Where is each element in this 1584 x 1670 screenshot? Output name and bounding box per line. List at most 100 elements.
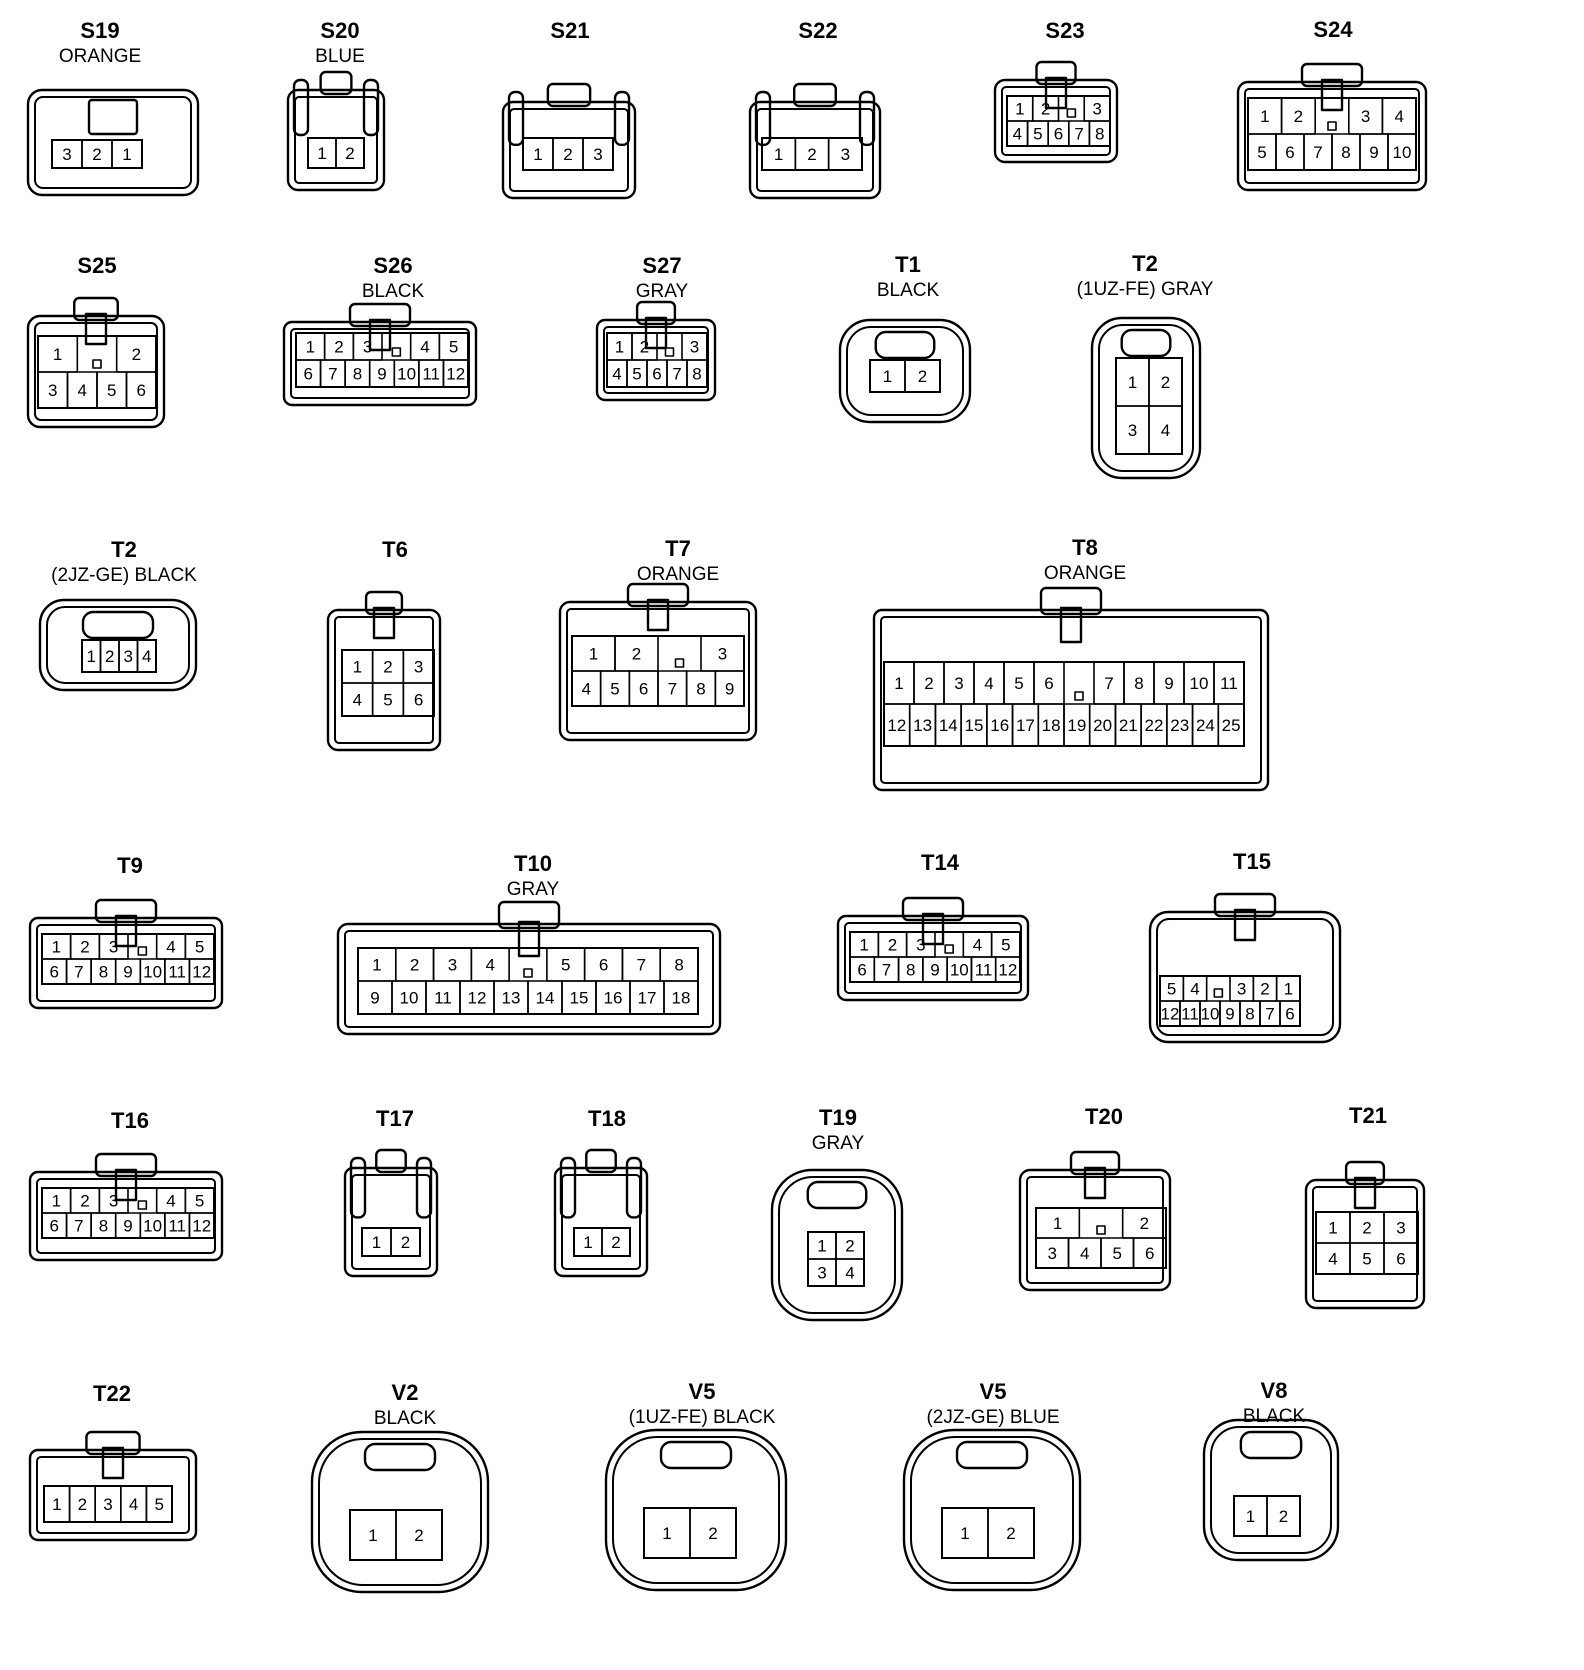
pin-cell [188,1212,215,1239]
pin-number: 6 [50,963,59,982]
pin-number: 9 [123,963,132,982]
connector-id: S19 [80,18,119,43]
pin-number: 4 [1394,107,1403,126]
side-rib [507,90,525,146]
connector-id: T9 [117,853,143,878]
housing-inner [46,606,190,684]
key-mark [1074,691,1084,701]
pin-cell [111,139,143,169]
connector-id: T17 [376,1106,414,1131]
pin-cell [994,956,1021,983]
pin-number: 1 [52,938,61,957]
pin-number: 2 [92,145,101,164]
pin-number: 10 [950,961,969,980]
pin-number: 1 [1053,1214,1062,1233]
housing-inner [910,1436,1074,1584]
pin-number: 4 [166,938,175,957]
pin-number: 16 [990,716,1009,735]
connector-id: T10 [514,851,552,876]
connector-housing [1018,1168,1172,1292]
pin-number: 6 [652,365,661,384]
key-mark [944,944,954,954]
connector-id: S22 [798,18,837,43]
latch [364,590,404,616]
connector-id: T8 [1072,535,1098,560]
latch-stem [921,912,945,946]
connector-id: S23 [1045,18,1084,43]
housing-inner [756,108,874,192]
lock-window [87,98,139,136]
side-rib [415,1156,433,1219]
connector-housing [38,598,198,692]
latch-stem [646,598,670,632]
pin-number: 5 [195,1192,204,1211]
pin-number: 15 [965,716,984,735]
pin-number: 11 [168,963,186,982]
pin-number: 5 [1014,674,1023,693]
pin-number: 2 [414,1526,423,1545]
pin-number: 7 [882,961,891,980]
pin-number: 2 [1294,107,1303,126]
pin-number: 2 [334,338,343,357]
pin-number: 3 [124,647,133,666]
pin-number: 7 [1313,143,1322,162]
pin-number: 2 [78,1495,87,1514]
pin-number: 3 [954,674,963,693]
pin-number: 5 [383,691,392,710]
housing-inner [846,326,964,416]
pin-cell [714,670,745,707]
connector-id: S21 [550,18,589,43]
pin-number: 1 [1246,1507,1255,1526]
connector-color: BLACK [362,281,425,302]
pin-cell [686,359,708,388]
connector-housing [838,318,972,424]
pin-cell [987,1507,1035,1559]
pin-number: 10 [1190,674,1209,693]
connector-housing [28,1170,224,1262]
pin-number: 3 [690,338,699,357]
pin-number: 5 [1001,936,1010,955]
pin-number: 4 [78,381,87,400]
pin-number: 3 [841,145,850,164]
pin-number: 6 [1145,1244,1154,1263]
pin-number: 3 [593,145,602,164]
pin-number: 7 [328,365,337,384]
pin-number: 10 [1393,143,1412,162]
pin-number: 7 [668,680,677,699]
connector-id: T2 [111,537,137,562]
connector-id: T19 [819,1105,857,1130]
pin-number: 6 [1054,125,1063,144]
pin-number: 4 [1161,421,1170,440]
side-rib [349,1156,367,1219]
latch [497,900,561,930]
latch [94,898,158,924]
pin-number: 2 [640,338,649,357]
lock-loop [874,330,936,360]
pin-number: 1 [960,1524,969,1543]
pin-cell [188,958,215,985]
pin-number: 8 [696,680,705,699]
connector-housing [1236,80,1428,192]
pin-number: 4 [612,365,621,384]
pin-number: 1 [372,1233,381,1252]
pin-number: 7 [1104,674,1113,693]
pin-number: 2 [105,647,114,666]
lock-loop [659,1440,733,1470]
latch [1039,586,1103,616]
connector-id: V5 [689,1379,716,1404]
pin-number: 2 [1161,373,1170,392]
connector-color: ORANGE [1044,563,1126,584]
pin-number: 25 [1222,716,1241,735]
pin-number: 4 [973,936,982,955]
connector-housing [993,78,1119,164]
connector-id: T21 [1349,1103,1387,1128]
pin-number: 1 [817,1237,826,1256]
pin-number: 1 [52,1495,61,1514]
connector-housing [1090,316,1202,480]
latch [319,70,353,96]
pin-number: 3 [1048,1244,1057,1263]
